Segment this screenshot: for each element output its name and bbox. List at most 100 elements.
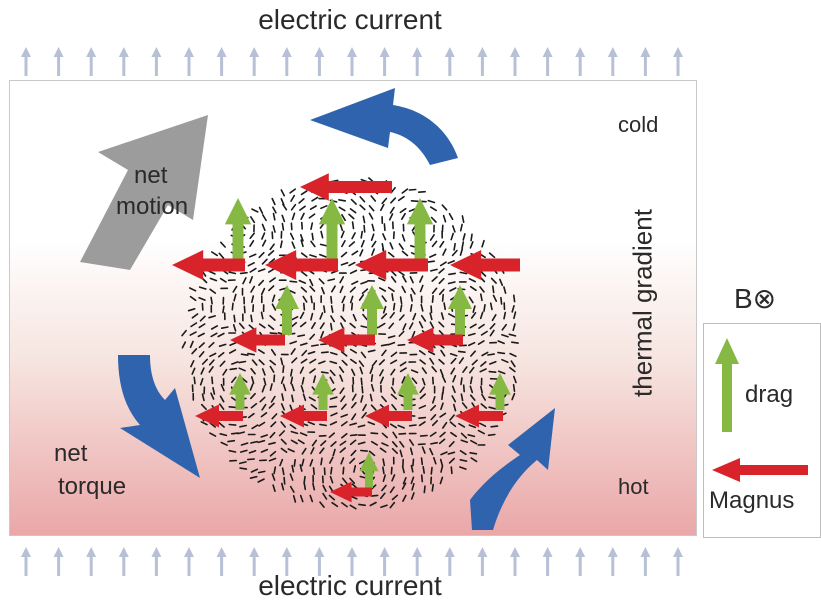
- spin-dash: [382, 458, 386, 467]
- spin-dash: [191, 348, 198, 355]
- spin-dash: [431, 240, 438, 248]
- spin-dash: [508, 366, 516, 373]
- spin-dash: [471, 359, 478, 366]
- spin-dash: [440, 349, 446, 357]
- spin-dash: [380, 504, 388, 509]
- spin-dash: [289, 280, 298, 283]
- spin-dash: [229, 341, 237, 347]
- current-arrow-top: [314, 47, 325, 76]
- spin-dash: [232, 285, 238, 293]
- current-arrow-top: [640, 47, 651, 76]
- spin-dash: [487, 433, 496, 437]
- spin-dash: [340, 261, 349, 266]
- magnus-arrow: [195, 404, 243, 428]
- spin-dash: [218, 422, 225, 428]
- spin-dash: [429, 447, 434, 456]
- spin-dash: [271, 197, 276, 206]
- spin-dash: [378, 287, 387, 292]
- spin-dash: [261, 239, 267, 247]
- spin-dash: [460, 377, 463, 386]
- spin-dash: [429, 206, 438, 212]
- spin-dash: [271, 473, 276, 481]
- legend-magnus-arrow: [712, 458, 808, 482]
- spin-dash: [280, 482, 285, 491]
- spin-dash: [219, 432, 228, 437]
- spin-dash: [449, 352, 458, 357]
- current-arrow-bottom: [118, 547, 129, 576]
- spin-dash: [459, 223, 463, 232]
- spin-dash: [191, 313, 199, 319]
- spin-dash: [458, 357, 465, 365]
- spin-dash: [431, 276, 438, 282]
- spin-dash: [442, 248, 447, 256]
- spin-dash: [452, 374, 457, 383]
- spin-dash: [370, 195, 377, 202]
- spin-dash: [350, 449, 357, 457]
- spin-dash: [289, 423, 297, 430]
- spin-dash: [272, 225, 276, 233]
- spin-dash: [382, 233, 387, 241]
- spin-dash: [349, 439, 357, 446]
- spin-dash: [248, 324, 255, 331]
- spin-dash: [359, 449, 369, 452]
- spin-dash: [392, 377, 395, 386]
- spin-dash: [310, 403, 318, 410]
- spin-dash: [389, 311, 396, 319]
- spin-dash: [272, 212, 276, 221]
- spin-dash: [189, 295, 197, 302]
- spin-dash: [259, 396, 266, 403]
- spin-dash: [481, 351, 489, 357]
- current-arrow-top: [444, 47, 455, 76]
- spin-dash: [247, 352, 255, 356]
- spin-dash: [257, 470, 266, 474]
- spin-dash: [229, 349, 237, 354]
- spin-dash: [340, 432, 348, 439]
- spin-dash: [281, 222, 285, 231]
- spin-dash: [289, 188, 297, 194]
- spin-dash: [460, 432, 468, 439]
- spin-dash: [357, 441, 366, 445]
- spin-dash: [449, 414, 455, 421]
- spin-dash: [439, 458, 444, 467]
- spin-dash: [370, 440, 379, 446]
- spin-dash: [349, 477, 356, 485]
- spin-dash: [488, 360, 497, 365]
- magnus-arrow: [330, 481, 372, 503]
- spin-dash: [447, 260, 456, 265]
- magnus-arrow: [280, 404, 327, 428]
- spin-dash: [299, 321, 307, 328]
- spin-dash: [399, 361, 407, 367]
- spin-dash: [360, 280, 368, 285]
- spin-dash: [210, 332, 218, 338]
- spin-dash: [399, 207, 407, 214]
- spin-dash: [459, 458, 468, 462]
- spin-dash: [358, 459, 367, 465]
- spin-dash: [457, 350, 466, 354]
- current-arrow-top: [281, 47, 292, 76]
- spin-dash: [211, 251, 218, 257]
- magnus-arrow: [172, 250, 245, 280]
- spin-dash: [268, 402, 275, 409]
- spin-dash: [360, 394, 364, 403]
- current-arrow-top: [607, 47, 618, 76]
- spin-dash: [399, 449, 403, 458]
- spin-dash: [367, 421, 376, 426]
- drag-arrow: [448, 285, 472, 335]
- spin-dash: [439, 431, 446, 438]
- spin-dash: [320, 371, 329, 374]
- spin-dash: [382, 474, 387, 483]
- hot-label: hot: [618, 474, 649, 499]
- spin-dash: [352, 313, 357, 322]
- spin-dash: [290, 430, 299, 435]
- spin-dash: [491, 313, 497, 322]
- spin-dash: [340, 421, 348, 427]
- spin-dash: [330, 441, 337, 447]
- spin-dash: [291, 394, 294, 403]
- spin-dash: [299, 366, 305, 374]
- spin-dash: [299, 342, 308, 346]
- spin-dash: [280, 189, 286, 197]
- spin-dash: [250, 392, 256, 400]
- spin-dash: [397, 195, 405, 202]
- spin-dash: [451, 385, 456, 394]
- spin-dash: [421, 446, 426, 454]
